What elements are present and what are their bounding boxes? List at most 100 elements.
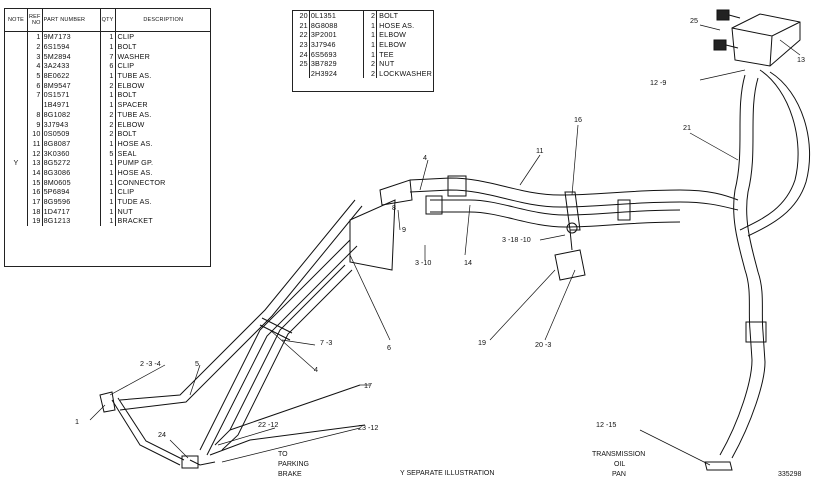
row-part-number: 2H3924	[309, 68, 365, 79]
col-ref-no: REF NO	[27, 9, 43, 32]
row-ref-no: 11	[27, 138, 43, 149]
row-description: ELBOW	[117, 119, 145, 129]
row-qty: 1	[100, 167, 116, 178]
row-ref-no: 4	[27, 61, 43, 71]
row-ref-no: 6	[27, 80, 43, 91]
transmission-label-2: OIL	[614, 461, 625, 468]
clip-1	[99, 391, 199, 469]
row-part-number: 1B4971	[42, 99, 101, 110]
callout-12-15: 12 -15	[596, 420, 616, 429]
drawing-number: 335298	[778, 471, 801, 478]
row-part-number: 3B7829	[309, 58, 365, 69]
row-description: CLIP	[117, 61, 135, 71]
row-ref-no: 18	[27, 206, 43, 217]
row-part-number: 8G8087	[42, 138, 101, 149]
col-part-number: PART NUMBER	[42, 9, 101, 32]
row-qty: 5	[100, 148, 116, 158]
row-part-number: 0L1351	[309, 11, 365, 21]
row-description: HOSE AS.	[117, 167, 153, 177]
row-note	[5, 206, 28, 217]
separate-illustration-note: Y SEPARATE ILLUSTRATION	[400, 470, 494, 477]
callout-8: 8	[392, 203, 396, 212]
row-note	[5, 187, 28, 197]
row-part-number: 8G1213	[42, 216, 101, 226]
transmission-label-1: TRANSMISSION	[592, 451, 645, 458]
row-description: ELBOW	[379, 40, 407, 50]
row-description: TEE	[379, 49, 394, 59]
row-note	[5, 177, 28, 187]
row-ref-no: 23	[293, 39, 310, 50]
table-header-row: NOTE REF NO PART NUMBER QTY DESCRIPTION	[5, 9, 210, 32]
row-ref-no: 12	[27, 148, 43, 158]
row-part-number: 8G9596	[42, 196, 101, 207]
row-note	[5, 148, 28, 158]
callout-20-3: 20 -3	[535, 340, 551, 349]
callout-22-12: 22 -12	[258, 420, 278, 429]
hose-21	[733, 69, 811, 273]
row-qty: 1	[100, 41, 116, 52]
row-qty: 1	[363, 39, 378, 50]
row-qty: 2	[363, 58, 378, 69]
row-qty: 1	[100, 31, 116, 42]
row-part-number: 6S1594	[42, 41, 101, 52]
row-description: LOCKWASHER	[379, 68, 432, 78]
row-part-number: 5M2894	[42, 51, 101, 62]
callout-1: 1	[75, 417, 79, 426]
callout-3-18-10: 3 -18 -10	[502, 235, 531, 244]
row-description: CLIP	[117, 32, 135, 42]
row-note: Y	[5, 157, 28, 168]
callout-13: 13	[797, 55, 805, 64]
row-description: TUDE AS.	[117, 197, 152, 207]
row-description: PUMP GP.	[117, 158, 154, 168]
row-part-number: 1D4717	[42, 206, 101, 217]
callout-6: 6	[387, 343, 391, 352]
parts-list-table: NOTE REF NO PART NUMBER QTY DESCRIPTION …	[4, 8, 211, 267]
row-qty: 2	[363, 11, 378, 21]
callout-4: 4	[423, 153, 427, 162]
row-part-number: 8G5272	[42, 157, 101, 168]
tube-17	[189, 384, 366, 466]
row-description: HOSE AS.	[379, 20, 415, 30]
mounting-plate-6	[349, 179, 413, 271]
row-qty: 2	[100, 128, 116, 139]
row-part-number: 8E0622	[42, 70, 101, 81]
row-qty: 1	[100, 216, 116, 226]
row-part-number: 3J7943	[42, 119, 101, 129]
row-qty: 1	[100, 90, 116, 100]
row-part-number: 5P6894	[42, 187, 101, 197]
row-part-number: 3K0360	[42, 148, 101, 158]
col-note: NOTE	[5, 9, 28, 32]
row-description: SPACER	[117, 100, 148, 110]
callout-9: 9	[402, 225, 406, 234]
row-qty: 1	[363, 20, 378, 31]
row-ref-no: 9	[27, 119, 43, 129]
row-note	[5, 138, 28, 149]
row-note	[5, 70, 28, 81]
row-part-number: 8G1082	[42, 109, 101, 120]
callout-14: 14	[464, 258, 472, 267]
row-note	[5, 109, 28, 120]
row-note	[5, 41, 28, 52]
row-ref-no: 3	[27, 51, 43, 62]
row-qty: 1	[100, 99, 116, 110]
parts-list: NOTE REF NO PART NUMBER QTY DESCRIPTION …	[5, 9, 210, 226]
bracket-19	[554, 191, 586, 281]
row-note	[5, 119, 28, 129]
row-qty: 1	[100, 157, 116, 168]
row-ref-no: 14	[27, 167, 43, 178]
callout-23-12: 23 -12	[358, 423, 378, 432]
col-description: DESCRIPTION	[115, 9, 210, 32]
row-qty: 1	[100, 196, 116, 207]
